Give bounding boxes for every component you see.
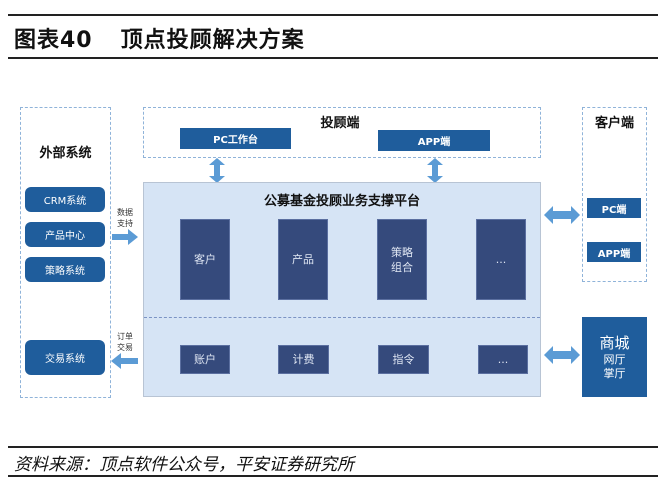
figure-label: 图表40 [14,28,93,53]
footer-bottom-rule [8,475,658,477]
function-billing: 计费 [278,345,329,374]
client-app-box: APP端 [587,242,641,262]
arrow-right-icon [112,229,138,245]
trading-system-box: 交易系统 [25,340,105,375]
vertical-double-arrow-icon [427,158,443,183]
function-instruction: 指令 [378,345,429,374]
order-trade-label: 订单 交易 [117,332,133,352]
client-title: 客户端 [594,116,634,131]
strategy-system-box: 策略系统 [25,257,105,282]
module-product: 产品 [278,219,328,300]
mall-box: 商城 网厅 掌厅 [582,317,647,397]
top-rule [8,14,658,16]
crm-system-box: CRM系统 [25,187,105,212]
external-systems-panel [20,107,111,398]
figure-title: 图表40 顶点投顾解决方案 [14,22,333,54]
platform-title: 公募基金投顾业务支撑平台 [263,194,420,209]
advisor-app-box: APP端 [378,130,490,151]
advisor-panel [143,107,541,158]
title-rule [8,57,658,59]
client-pc-box: PC端 [587,198,641,218]
vertical-double-arrow-icon [209,158,225,183]
pc-workstation-box: PC工作台 [180,128,291,149]
mall-title: 商城 [599,334,630,352]
footer-top-rule [8,446,658,448]
external-systems-title: 外部系统 [39,146,92,161]
client-panel [582,107,647,282]
arrow-left-icon [111,353,138,369]
function-account: 账户 [180,345,230,374]
source-note: 资料来源：顶点软件公众号，平安证券研究所 [14,455,354,475]
horizontal-double-arrow-icon [544,346,580,364]
advisor-title: 投顾端 [320,116,360,131]
module-more: ... [476,219,526,300]
function-more: ... [478,345,528,374]
module-strategy-portfolio: 策略 组合 [377,219,427,300]
product-center-box: 产品中心 [25,222,105,247]
data-support-label: 数据 支持 [117,208,133,228]
mall-subtitle: 网厅 掌厅 [603,353,626,380]
figure-title-text: 顶点投顾解决方案 [120,28,305,53]
module-customer: 客户 [180,219,230,300]
platform-divider [144,317,540,318]
horizontal-double-arrow-icon [544,206,580,224]
